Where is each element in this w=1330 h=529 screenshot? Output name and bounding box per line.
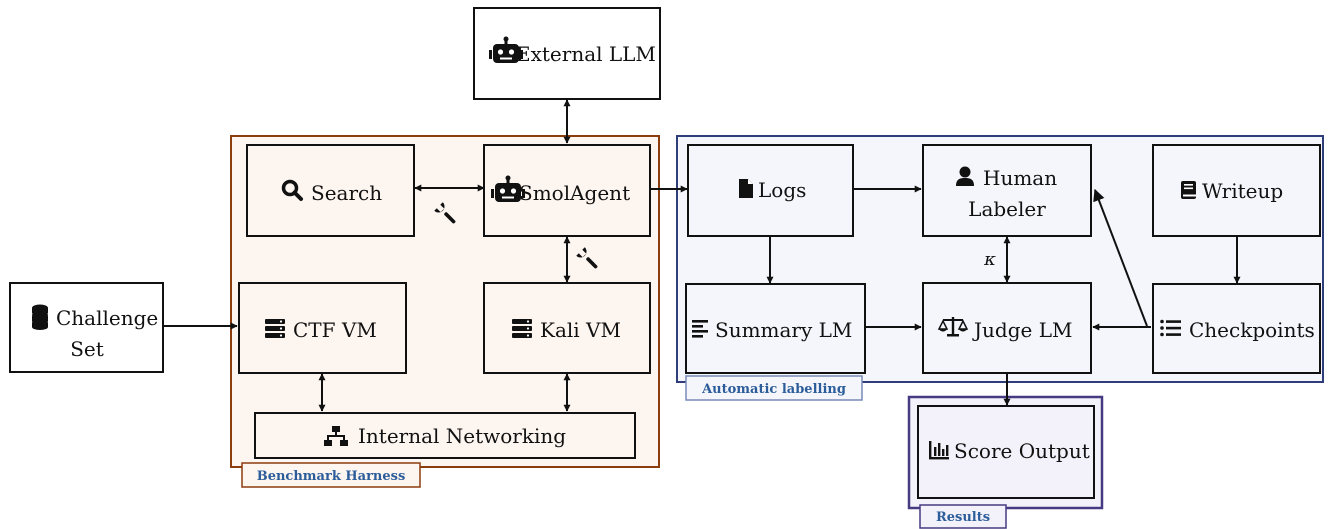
human-labeler-label-line1: Human (983, 166, 1057, 190)
search-node: Search (246, 144, 415, 237)
automatic-labelling-tag: Automatic labelling (685, 375, 863, 401)
server-icon (265, 319, 285, 338)
book-icon (1181, 181, 1196, 199)
judge-lm-node: Judge LM (922, 282, 1092, 374)
logs-label: Logs (758, 178, 806, 202)
bar-chart-icon (929, 441, 949, 460)
internal-networking-label: Internal Networking (358, 424, 566, 448)
ctf-vm-node: CTF VM (238, 282, 407, 374)
logs-node: Logs (687, 144, 854, 237)
wrench-icon (576, 247, 598, 269)
results-label: Results (936, 510, 990, 525)
robot-icon (489, 36, 523, 63)
challenge-set-label-line2: Set (70, 337, 104, 361)
checkpoints-label: Checkpoints (1189, 318, 1315, 342)
internal-networking-node: Internal Networking (254, 412, 636, 459)
automatic-labelling-label: Automatic labelling (701, 382, 846, 397)
human-labeler-label-line2: Labeler (968, 197, 1046, 221)
network-icon (324, 426, 348, 446)
external-llm-node: External LLM (473, 7, 661, 100)
checkpoints-node: Checkpoints (1152, 283, 1321, 374)
results-tag: Results (919, 504, 1007, 529)
kappa-label: κ (983, 249, 996, 270)
edge-checkpoints-human-labeler (1093, 188, 1148, 327)
writeup-label: Writeup (1202, 179, 1283, 203)
database-icon (32, 304, 48, 330)
challenge-set-label-line1: Challenge (56, 306, 158, 330)
human-labeler-node: Human Labeler (922, 144, 1092, 237)
score-output-node: Score Output (917, 405, 1095, 499)
search-label: Search (311, 181, 382, 205)
user-icon (956, 166, 974, 186)
judge-lm-label: Judge LM (972, 318, 1072, 342)
summary-lm-label: Summary LM (715, 318, 852, 342)
align-left-icon (692, 320, 708, 338)
smolagent-node: SmolAgent (483, 144, 651, 237)
smolagent-label: SmolAgent (519, 181, 630, 205)
benchmark-harness-tag: Benchmark Harness (241, 462, 421, 488)
server-icon (512, 319, 532, 338)
edges (163, 99, 1241, 412)
kali-vm-label: Kali VM (540, 318, 621, 342)
scale-icon (937, 317, 969, 337)
benchmark-harness-label: Benchmark Harness (257, 469, 406, 484)
robot-icon (491, 175, 525, 202)
score-output-label: Score Output (954, 439, 1090, 463)
file-icon (739, 179, 753, 198)
writeup-node: Writeup (1152, 144, 1321, 237)
challenge-set-node: Challenge Set (9, 282, 164, 373)
list-icon (1160, 319, 1181, 337)
external-llm-label: External LLM (516, 42, 656, 66)
magnifier-icon (281, 179, 303, 201)
summary-lm-node: Summary LM (685, 283, 866, 374)
kali-vm-node: Kali VM (483, 282, 651, 374)
wrench-icon (434, 202, 456, 224)
ctf-vm-label: CTF VM (293, 318, 377, 342)
